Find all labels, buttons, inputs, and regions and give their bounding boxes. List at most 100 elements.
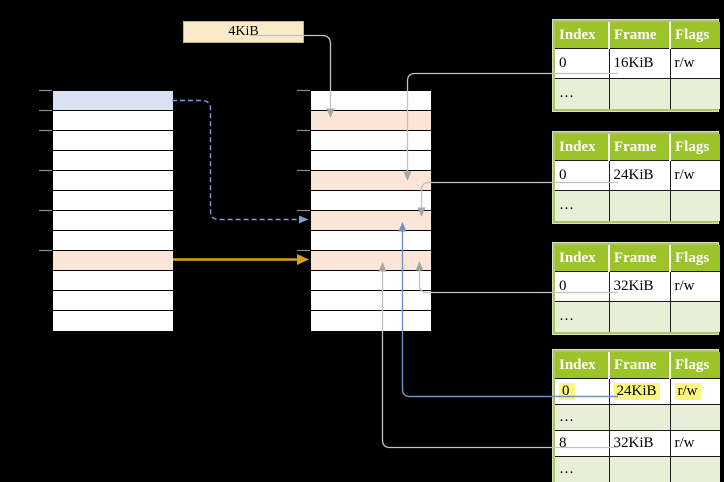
table-cell-text: 0 bbox=[559, 167, 567, 183]
table-cell: … bbox=[555, 301, 610, 332]
table-cell bbox=[608, 190, 671, 221]
memory-row-white bbox=[53, 111, 173, 131]
memory-row-white bbox=[53, 271, 173, 291]
memory-row-white bbox=[311, 311, 431, 331]
table-header-cell: Index bbox=[555, 134, 610, 161]
table-cell-text: … bbox=[559, 409, 574, 425]
table-cell-text: … bbox=[559, 197, 574, 214]
memory-row-peach bbox=[311, 171, 431, 191]
table-cell: 0 bbox=[555, 271, 610, 302]
table-cell-text: 24KiB bbox=[613, 383, 660, 400]
table-header-cell: Index bbox=[555, 22, 610, 49]
table-header-cell: Flags bbox=[670, 352, 720, 379]
table-header-cell: Flags bbox=[670, 134, 720, 161]
table-cell: 24KiB bbox=[608, 378, 671, 405]
table-row: 0 24KiB r/w bbox=[555, 378, 720, 405]
table-header-cell: Frame bbox=[609, 22, 671, 49]
table-cell: 0 bbox=[555, 160, 610, 191]
memory-row-white bbox=[311, 291, 431, 311]
memory-row-white bbox=[53, 311, 173, 331]
table-header-cell: Frame bbox=[609, 134, 671, 161]
table-cell-text: … bbox=[559, 308, 574, 325]
page-size-label-box: 4KiB bbox=[183, 21, 304, 43]
table-cell: 0 bbox=[555, 378, 610, 405]
table-cell bbox=[669, 456, 720, 482]
table-cell: r/w bbox=[669, 160, 720, 191]
table-cell: 32KiB bbox=[608, 271, 671, 302]
table-cell-text: 0 bbox=[559, 55, 567, 71]
memory-row-white bbox=[53, 191, 173, 211]
table-cell-text: 32KiB bbox=[613, 278, 654, 294]
memory-row-white bbox=[311, 151, 431, 171]
table-header-cell: Index bbox=[555, 245, 610, 272]
table-header-cell: Flags bbox=[670, 245, 720, 272]
table-cell-text: r/w bbox=[674, 278, 695, 294]
arrow-right-icon bbox=[299, 215, 309, 224]
table-cell-text: 16KiB bbox=[613, 55, 654, 71]
memory-row-peach bbox=[311, 111, 431, 131]
memory-row-white bbox=[311, 191, 431, 211]
table-row: … bbox=[555, 78, 720, 109]
table-header-cell: Frame bbox=[609, 352, 671, 379]
table-cell bbox=[669, 404, 720, 431]
table-cell-text: 32KiB bbox=[613, 435, 654, 451]
arrow-right-icon bbox=[297, 254, 309, 265]
table-cell bbox=[608, 78, 671, 109]
page-size-label: 4KiB bbox=[228, 24, 259, 39]
virtual-memory-column bbox=[52, 90, 174, 332]
table-cell: 16KiB bbox=[608, 48, 671, 79]
memory-row-white bbox=[53, 131, 173, 151]
table-cell-text: 24KiB bbox=[613, 167, 654, 183]
table-cell-text: … bbox=[559, 461, 574, 478]
table-cell: r/w bbox=[669, 378, 720, 405]
table-header-cell: Flags bbox=[670, 22, 720, 49]
physical-memory-column bbox=[310, 90, 432, 332]
table-row: 0 24KiB r/w bbox=[555, 160, 720, 191]
table-row: … bbox=[555, 301, 720, 332]
connector-virtual-page-to-frame24-dashed bbox=[172, 99, 299, 221]
table-cell-text: … bbox=[559, 85, 574, 102]
table-cell: … bbox=[555, 456, 610, 482]
table-cell: 32KiB bbox=[608, 430, 671, 457]
table-cell: 0 bbox=[555, 48, 610, 79]
table-header-cell: Index bbox=[555, 352, 610, 379]
table-cell bbox=[669, 301, 720, 332]
table-cell-text: 0 bbox=[559, 383, 575, 400]
memory-row-peach bbox=[311, 251, 431, 271]
memory-row-peach bbox=[53, 251, 173, 271]
memory-row-white bbox=[311, 271, 431, 291]
table-row: 8 32KiB r/w bbox=[555, 430, 720, 457]
table-cell bbox=[669, 190, 720, 221]
memory-row-white bbox=[53, 171, 173, 191]
table-cell: … bbox=[555, 78, 610, 109]
table-cell-text: r/w bbox=[674, 435, 695, 451]
table-row: … bbox=[555, 456, 720, 482]
table-cell-text: r/w bbox=[674, 55, 695, 71]
table-row: … bbox=[555, 190, 720, 221]
table-cell bbox=[608, 456, 671, 482]
table-cell-text: 0 bbox=[559, 278, 567, 294]
table-cell-text: 8 bbox=[559, 435, 567, 451]
memory-row-white bbox=[53, 231, 173, 251]
memory-row-white bbox=[311, 91, 431, 111]
table-cell: … bbox=[555, 404, 610, 431]
memory-row-blue bbox=[53, 91, 173, 111]
table-row: 0 32KiB r/w bbox=[555, 271, 720, 302]
table-cell: 24KiB bbox=[608, 160, 671, 191]
table-row: 0 16KiB r/w bbox=[555, 48, 720, 79]
memory-row-white bbox=[311, 131, 431, 151]
table-cell: … bbox=[555, 190, 610, 221]
table-cell-text: r/w bbox=[674, 383, 701, 400]
table-cell: 8 bbox=[555, 430, 610, 457]
memory-row-white bbox=[53, 291, 173, 311]
table-cell: r/w bbox=[669, 48, 720, 79]
table-cell bbox=[669, 78, 720, 109]
table-cell-text: r/w bbox=[674, 167, 695, 183]
table-row: … bbox=[555, 404, 720, 431]
table-cell bbox=[608, 301, 671, 332]
